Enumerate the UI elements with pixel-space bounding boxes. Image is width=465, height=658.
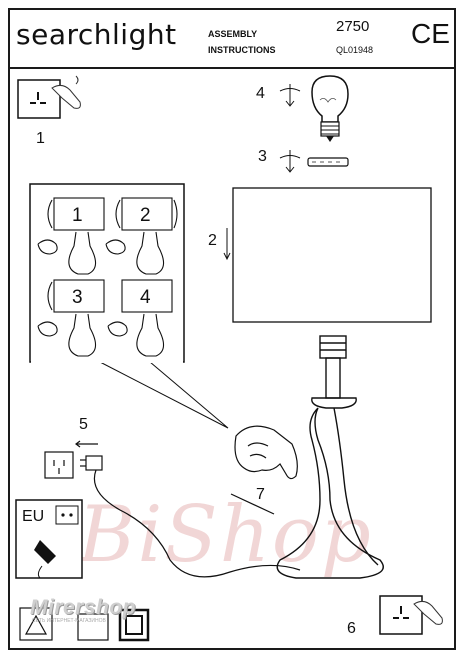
title-line-2: INSTRUCTIONS: [208, 45, 276, 55]
touch-indicator-line: [230, 493, 275, 515]
plug-region-label: EU: [22, 508, 45, 525]
socket-switch-on-icon: [379, 595, 443, 635]
eu-plug-box: [15, 499, 83, 579]
cleaning-callout: [29, 183, 229, 429]
ce-mark-icon: CE: [411, 18, 450, 49]
instruction-sheet: [8, 8, 456, 650]
hand-icon: [234, 425, 298, 480]
document-title: ASSEMBLY INSTRUCTIONS: [208, 26, 276, 58]
wall-socket-icon: [44, 440, 98, 479]
reference-code: QL01948: [336, 45, 374, 55]
shop-watermark-subtitle: СЕТЬ ИНТЕРНЕТ-МАГАЗИНОВ: [32, 618, 106, 624]
step-number-7: 7: [256, 486, 265, 503]
light-bulb-icon: [279, 75, 349, 142]
step-number-3: 3: [258, 148, 267, 165]
step-number-5: 5: [79, 416, 88, 433]
title-line-1: ASSEMBLY: [208, 29, 258, 39]
callout-label-3: 3: [72, 287, 83, 308]
shop-watermark: Mirershop: [30, 596, 137, 619]
plug-icon: [80, 455, 103, 471]
lamp-shade-icon: [223, 187, 432, 323]
brand-logo: searchlight: [16, 18, 177, 51]
model-number: 2750: [336, 18, 370, 35]
header-divider: [8, 67, 456, 69]
socket-switch-icon: [17, 75, 81, 119]
background-watermark: BiShop: [78, 490, 373, 580]
step-number-2: 2: [208, 232, 217, 249]
callout-label-4: 4: [140, 287, 151, 308]
lamp-base-icon: [276, 335, 384, 579]
callout-label-2: 2: [140, 205, 151, 226]
safety-symbols: [19, 607, 150, 642]
step-number-4: 4: [256, 85, 265, 102]
step-number-1: 1: [36, 130, 45, 147]
power-cable: [93, 469, 301, 578]
shade-ring-icon: [279, 150, 349, 173]
callout-label-1: 1: [72, 205, 83, 226]
step-number-6: 6: [347, 620, 356, 637]
